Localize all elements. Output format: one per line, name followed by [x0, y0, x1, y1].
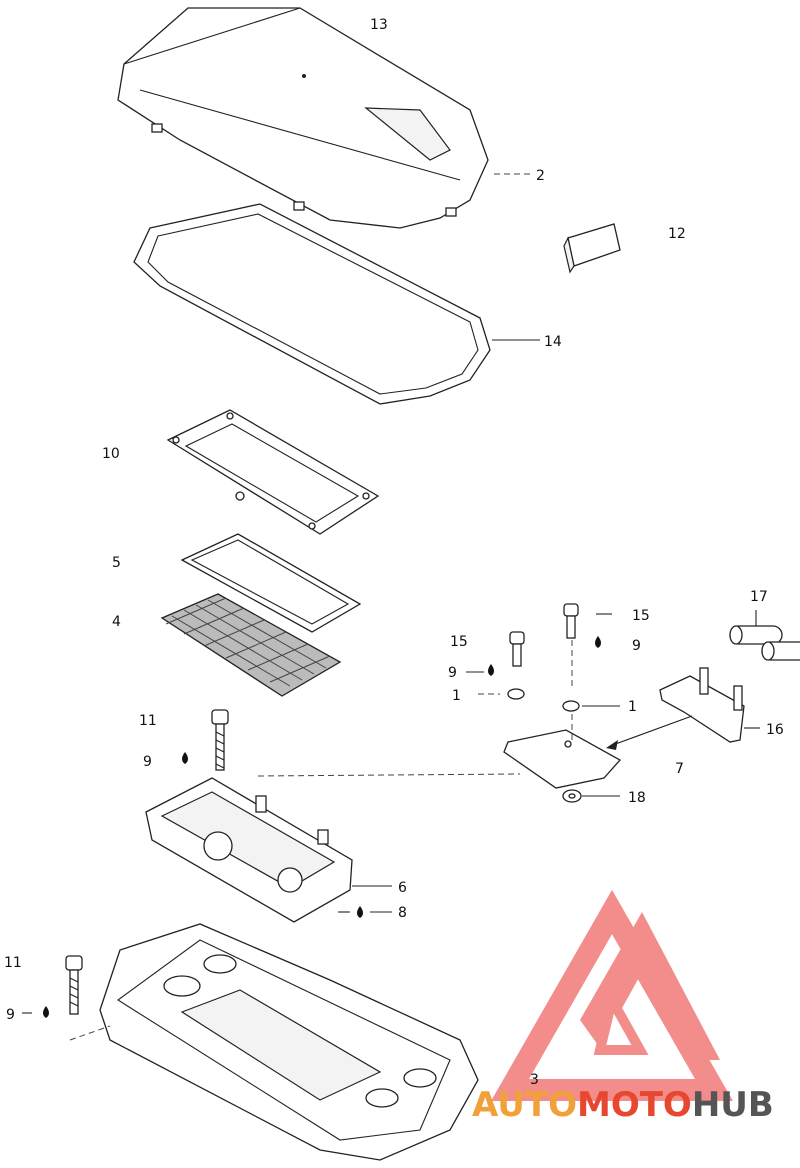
watermark-hub: HUB	[692, 1085, 774, 1125]
callout-9: 9	[6, 1007, 15, 1023]
washer-part	[507, 688, 580, 712]
callout-labels: 13 2 12 14 10 5 4 15 15 17 9 9 9 9 1 1 1…	[4, 17, 784, 1088]
callout-7: 7	[675, 761, 684, 777]
callout-1: 1	[452, 688, 461, 704]
callout-11: 11	[139, 713, 157, 729]
screw-part	[211, 709, 229, 771]
callout-1: 1	[628, 699, 637, 715]
bolt-part	[509, 603, 579, 667]
watermark-auto: AUTO	[472, 1085, 577, 1125]
callout-10: 10	[102, 446, 120, 462]
flat-gasket-part	[166, 409, 380, 535]
assembly-lines	[69, 640, 573, 1041]
nut-part	[562, 789, 582, 803]
roller-part	[729, 625, 800, 661]
frame-part	[659, 667, 745, 743]
callout-3: 3	[530, 1072, 539, 1088]
watermark-moto: MOTO	[577, 1085, 692, 1125]
callout-17: 17	[750, 589, 768, 605]
callout-11: 11	[4, 955, 22, 971]
filter-screen-part	[160, 593, 342, 697]
callout-14: 14	[544, 334, 562, 350]
callout-8: 8	[398, 905, 407, 921]
callout-16: 16	[766, 722, 784, 738]
bracket-part	[503, 729, 622, 789]
watermark-logo	[491, 889, 733, 1101]
callout-4: 4	[112, 614, 121, 630]
callout-2: 2	[536, 168, 545, 184]
callout-13: 13	[370, 17, 388, 33]
callout-9: 9	[143, 754, 152, 770]
callout-9: 9	[448, 665, 457, 681]
housing-part	[145, 777, 353, 923]
callout-12: 12	[668, 226, 686, 242]
oil-drop-icon	[43, 636, 601, 1018]
watermark-text: AUTOMOTOHUB	[472, 1085, 774, 1125]
seal-part	[180, 533, 362, 633]
cover-part	[117, 7, 489, 229]
callout-15: 15	[450, 634, 468, 650]
callout-9: 9	[632, 638, 641, 654]
callout-6: 6	[398, 880, 407, 896]
gasket-part	[133, 203, 491, 405]
clip-part	[563, 223, 621, 274]
callout-5: 5	[112, 555, 121, 571]
lower-cover-part	[99, 923, 479, 1161]
screw-part	[65, 955, 83, 1015]
leader-lines	[22, 173, 760, 1014]
callout-18: 18	[628, 790, 646, 806]
callout-15: 15	[632, 608, 650, 624]
